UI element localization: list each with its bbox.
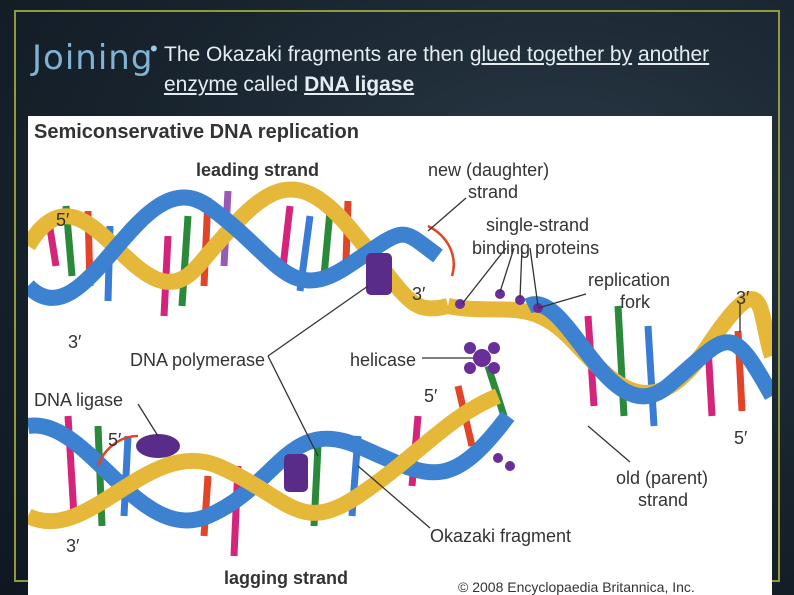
label-lagging-strand: lagging strand — [224, 568, 348, 588]
slide-text: The Okazaki fragments are then glued tog… — [164, 40, 764, 100]
label-5prime-fork: 5′ — [424, 386, 438, 406]
dna-diagram: Semiconservative DNA replication — [28, 121, 772, 595]
label-leading-strand: leading strand — [196, 160, 319, 180]
label-dna-ligase: DNA ligase — [34, 390, 123, 410]
ligase-arrow — [96, 434, 139, 467]
dna-polymerase-lower-shape — [284, 454, 308, 492]
text-ligase: DNA ligase — [304, 73, 415, 96]
label-5prime-top-left: 5′ — [56, 210, 70, 230]
dna-replication-figure: Semiconservative DNA replication — [28, 116, 772, 595]
label-5prime-ligase: 5′ — [108, 430, 122, 450]
label-old-strand-2: strand — [638, 490, 688, 510]
label-ssb-1: single-strand — [486, 215, 589, 235]
label-new-strand-1: new (daughter) — [428, 160, 549, 180]
leader-lines — [137, 197, 741, 529]
label-fork-2: fork — [620, 292, 651, 312]
dna-polymerase-shape — [366, 253, 392, 295]
bullet-icon: • — [150, 36, 158, 61]
text-mid: called — [237, 73, 305, 96]
lower-strand-gold — [28, 388, 502, 530]
label-fork-1: replication — [588, 270, 670, 290]
text-link-glued: glued together by — [469, 43, 633, 66]
label-3prime-bottom: 3′ — [66, 536, 80, 556]
helicase-shape — [464, 342, 500, 374]
copyright-text: © 2008 Encyclopaedia Britannica, Inc. — [458, 579, 695, 595]
label-5prime-right: 5′ — [734, 428, 748, 448]
label-okazaki: Okazaki fragment — [430, 526, 571, 546]
lower-strand-blue — [28, 411, 515, 529]
text-link-enzyme: another enzyme — [164, 43, 710, 96]
upper-strand-blue — [28, 189, 443, 306]
label-ssb-2: binding proteins — [472, 238, 599, 258]
ssb-proteins — [455, 289, 543, 471]
right-strand-blue — [524, 296, 772, 404]
text-prefix: The Okazaki fragments are then — [164, 43, 470, 66]
label-helicase: helicase — [350, 350, 416, 370]
dna-ligase-shape — [136, 434, 180, 458]
label-3prime-polymerase: 3′ — [412, 284, 426, 304]
figure-title: Semiconservative DNA replication — [34, 121, 359, 143]
label-dna-polymerase: DNA polymerase — [130, 350, 265, 370]
label-old-strand-1: old (parent) — [616, 468, 708, 488]
label-3prime-left: 3′ — [68, 332, 82, 352]
slide-title: Joining — [32, 38, 154, 78]
label-3prime-right: 3′ — [736, 288, 750, 308]
daughter-arrow — [427, 224, 455, 277]
label-new-strand-2: strand — [468, 182, 518, 202]
